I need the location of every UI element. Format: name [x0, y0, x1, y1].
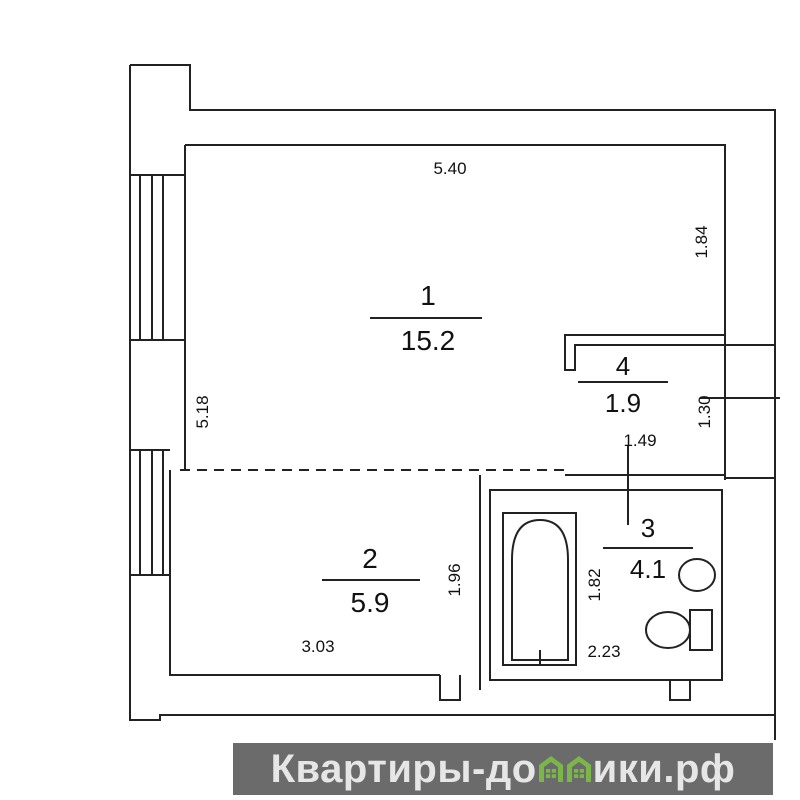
bathtub-inner [511, 518, 569, 661]
room3-number: 3 [641, 513, 655, 543]
dim-room2-height: 1.96 [445, 563, 464, 596]
room1-area: 15.2 [401, 325, 456, 356]
dim-room1-length: 5.18 [193, 395, 212, 428]
window-top [130, 174, 185, 341]
dim-room3-height: 1.82 [585, 568, 604, 601]
outer-wall-left [129, 65, 775, 721]
window-bottom [130, 449, 170, 576]
room1-walls [184, 144, 726, 480]
room1-number: 1 [420, 280, 436, 311]
banner-text-left: Квартиры-до [270, 746, 537, 791]
watermark-banner: Квартиры-до ики.рф [233, 743, 773, 795]
room2-number: 2 [362, 543, 378, 574]
dim-room1-right: 1.84 [692, 225, 711, 258]
dim-room4-height: 1.30 [695, 395, 714, 428]
banner-text-right: ики.рф [592, 746, 736, 791]
room2-walls [169, 470, 440, 676]
outer-wall [130, 64, 776, 740]
toilet-icon [645, 611, 691, 649]
dim-room3-width: 2.23 [587, 642, 620, 661]
closet-partition [564, 334, 726, 371]
room3-area: 4.1 [630, 554, 666, 584]
dim-room2-width: 3.03 [301, 637, 334, 656]
room4-area: 1.9 [605, 388, 641, 418]
house-logo-icon [538, 755, 592, 783]
sink-icon [678, 558, 716, 592]
room2-area: 5.9 [351, 587, 390, 618]
dim-room1-width: 5.40 [433, 159, 466, 178]
dim-room4-width: 1.49 [623, 431, 656, 450]
bathroom-walls [489, 489, 723, 681]
room4-number: 4 [616, 351, 630, 381]
